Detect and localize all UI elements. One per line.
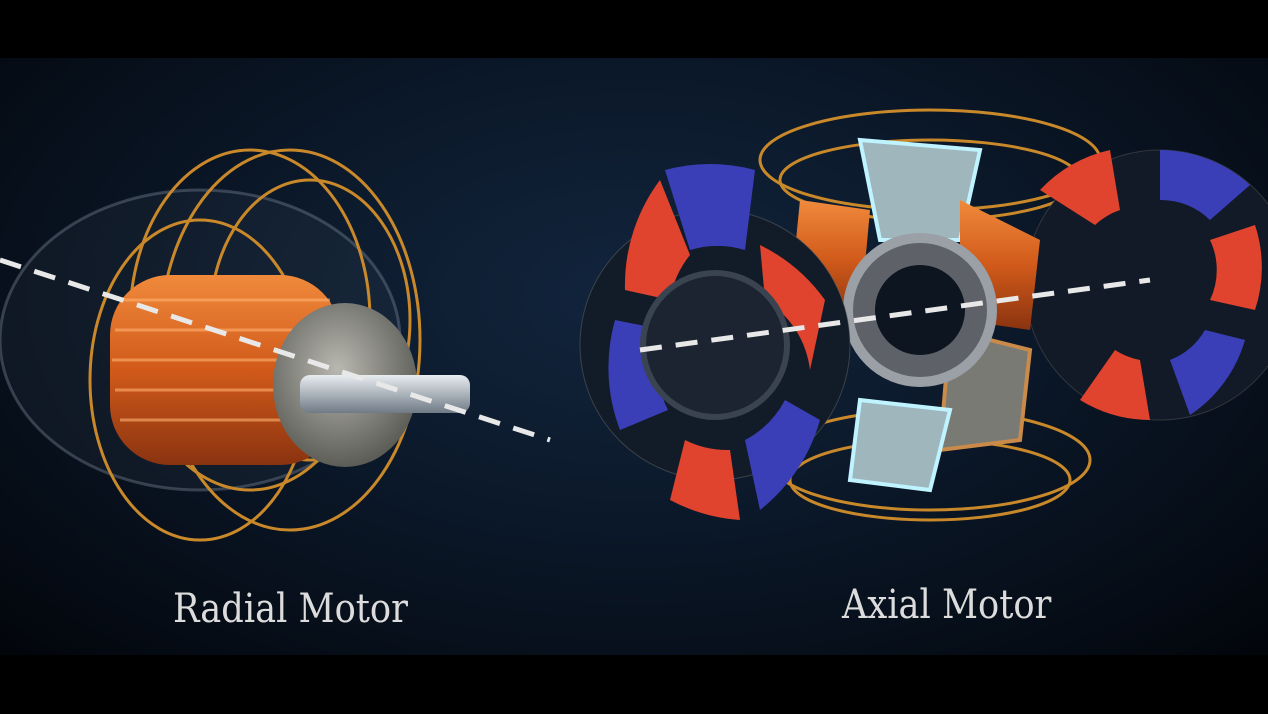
axial-axis-line	[639, 277, 1151, 353]
axial-motor	[579, 108, 1268, 522]
axial-stator	[790, 137, 1040, 493]
axial-rotor-left	[579, 164, 851, 520]
radial-motor-label: Radial Motor	[173, 586, 408, 632]
axial-motor-label: Axial Motor	[842, 582, 1052, 628]
radial-motor	[0, 148, 551, 542]
radial-axis-line	[0, 257, 551, 443]
axial-rotor-right	[1024, 149, 1268, 421]
radial-shaft	[300, 375, 470, 413]
